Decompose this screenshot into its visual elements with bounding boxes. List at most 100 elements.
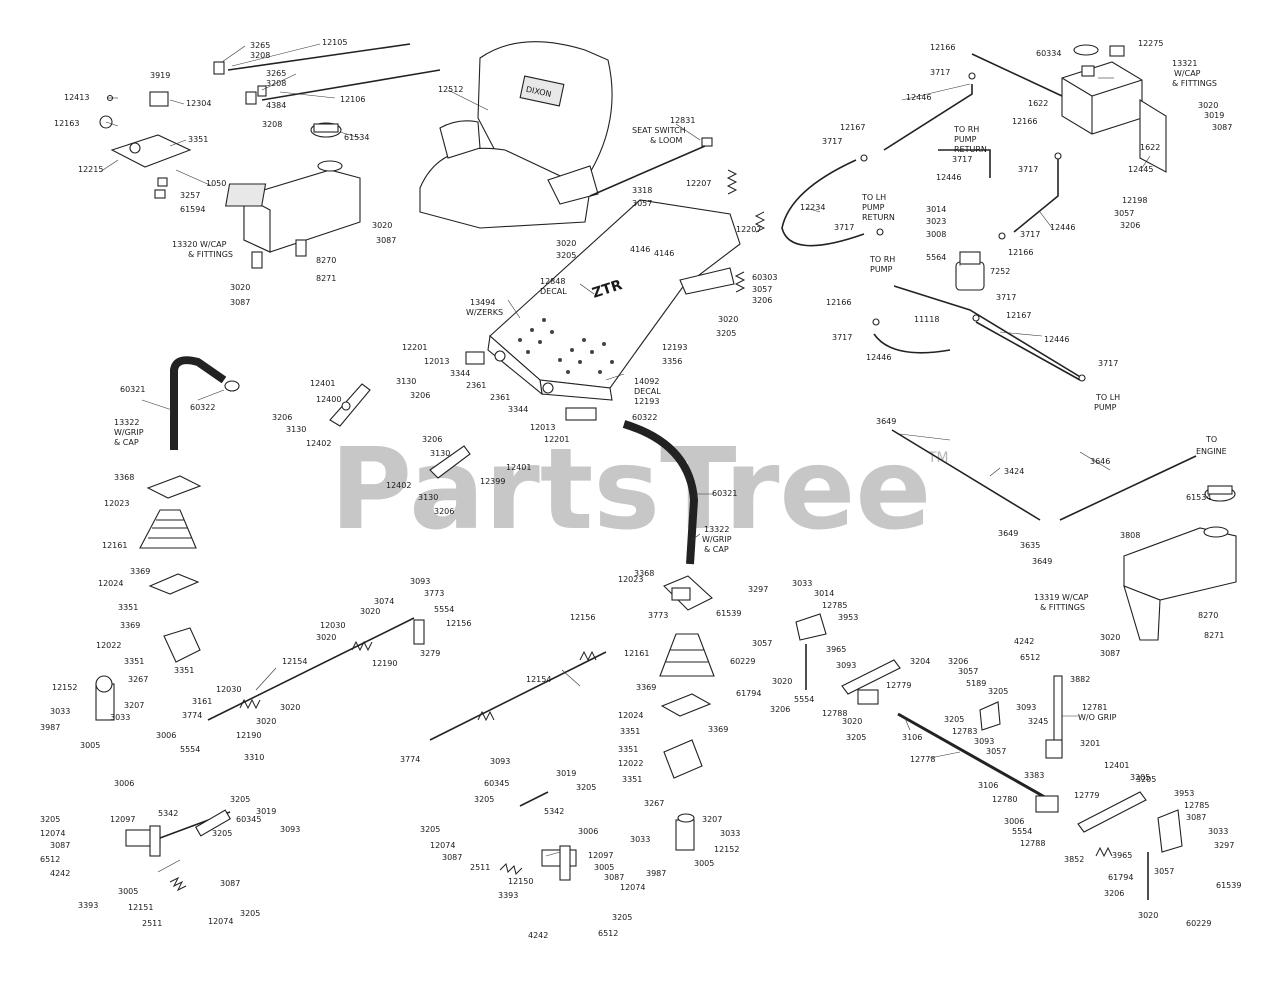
callout-label[interactable]: ENGINE	[1196, 447, 1227, 456]
callout-label[interactable]: 6512	[598, 929, 618, 938]
callout-label[interactable]: 3424	[1004, 467, 1024, 476]
callout-label[interactable]: 6512	[1020, 653, 1040, 662]
callout-label[interactable]: 3206	[410, 391, 430, 400]
bracket-12024-center[interactable]	[660, 693, 712, 717]
callout-label[interactable]: 3093	[836, 661, 856, 670]
callout-label[interactable]: 3020	[718, 315, 738, 324]
callout-label[interactable]: 12074	[620, 883, 645, 892]
callout-label[interactable]: DECAL	[540, 287, 567, 296]
callout-label[interactable]: TO LH	[861, 193, 886, 202]
callout-label[interactable]: 3020	[556, 239, 576, 248]
callout-label[interactable]: 3130	[286, 425, 306, 434]
callout-label[interactable]: 3717	[832, 333, 852, 342]
callout-label[interactable]: 3206	[1120, 221, 1140, 230]
callout-label[interactable]: 3057	[958, 667, 978, 676]
callout-label[interactable]: 60345	[236, 815, 261, 824]
callout-label[interactable]: 12150	[508, 877, 533, 886]
arm-12779-lower[interactable]	[1035, 791, 1147, 833]
callout-label[interactable]: RETURN	[862, 213, 895, 222]
callout-label[interactable]: 4384	[266, 101, 286, 110]
callout-label[interactable]: 12779	[1074, 791, 1099, 800]
callout-label[interactable]: 3205	[474, 795, 494, 804]
shaft-12150[interactable]	[499, 791, 577, 881]
callout-label[interactable]: 12023	[618, 575, 643, 584]
callout-label[interactable]: 12161	[624, 649, 649, 658]
callout-label[interactable]: 3310	[244, 753, 264, 762]
callout-label[interactable]: 12074	[40, 829, 65, 838]
callout-label[interactable]: 3987	[646, 869, 666, 878]
callout-label[interactable]: 3369	[708, 725, 728, 734]
callout-label[interactable]: 3057	[752, 639, 772, 648]
callout-label[interactable]: 3033	[792, 579, 812, 588]
callout-label[interactable]: 4146	[630, 245, 650, 254]
callout-label[interactable]: 3205	[556, 251, 576, 260]
callout-label[interactable]: 3130	[418, 493, 438, 502]
callout-label[interactable]: 3014	[926, 205, 946, 214]
callout-label[interactable]: 3649	[876, 417, 896, 426]
switch-bracket-12215[interactable]	[99, 91, 192, 199]
callout-label[interactable]: 3093	[280, 825, 300, 834]
callout-label[interactable]: & FITTINGS	[1040, 603, 1085, 612]
callout-label[interactable]: 12166	[1008, 248, 1033, 257]
callout-label[interactable]: TO RH	[869, 255, 895, 264]
callout-label[interactable]: 12190	[372, 659, 397, 668]
callout-label[interactable]: 3205	[420, 825, 440, 834]
callout-label[interactable]: 60229	[1186, 919, 1211, 928]
tank-cap-61534-left[interactable]	[310, 122, 342, 138]
callout-label[interactable]: 12400	[316, 395, 341, 404]
callout-label[interactable]: 4242	[1014, 637, 1034, 646]
callout-label[interactable]: 3019	[556, 769, 576, 778]
callout-label[interactable]: W/ZERKS	[466, 308, 503, 317]
callout-label[interactable]: 3019	[256, 807, 276, 816]
callout-label[interactable]: W/O GRIP	[1078, 713, 1117, 722]
callout-label[interactable]: 60321	[120, 385, 145, 394]
hydraulic-tank-13321[interactable]	[1061, 44, 1143, 135]
boot-12161-left[interactable]	[139, 509, 197, 549]
callout-label[interactable]: 12166	[1012, 117, 1037, 126]
tank-cap-61534-right[interactable]	[1204, 485, 1236, 502]
callout-label[interactable]: 3205	[40, 815, 60, 824]
callout-label[interactable]: 3020	[372, 221, 392, 230]
callout-label[interactable]: 3369	[120, 621, 140, 630]
callout-label[interactable]: 5554	[180, 745, 200, 754]
callout-label[interactable]: 12198	[1122, 196, 1147, 205]
callout-label[interactable]: 3106	[978, 781, 998, 790]
callout-label[interactable]: 4242	[50, 869, 70, 878]
pivot-12152-center[interactable]	[675, 813, 695, 851]
callout-label[interactable]: 14092	[634, 377, 659, 386]
bracket-12024-left[interactable]	[148, 573, 200, 595]
callout-label[interactable]: 3005	[80, 741, 100, 750]
tank-bracket-12445[interactable]	[1139, 99, 1167, 173]
callout-label[interactable]: 3057	[752, 285, 772, 294]
callout-label[interactable]: 3020	[842, 717, 862, 726]
callout-label[interactable]: 3023	[926, 217, 946, 226]
callout-label[interactable]: 12151	[128, 903, 153, 912]
callout-label[interactable]: 3717	[1020, 230, 1040, 239]
callout-label[interactable]: 12401	[1104, 761, 1129, 770]
callout-label[interactable]: 12304	[186, 99, 211, 108]
rod-12154-left[interactable]	[207, 617, 425, 721]
callout-label[interactable]: 3717	[834, 223, 854, 232]
plate-12023-left[interactable]	[146, 475, 202, 499]
callout-label[interactable]: 12446	[936, 173, 961, 182]
callout-label[interactable]: 3635	[1020, 541, 1040, 550]
callout-label[interactable]: 5342	[158, 809, 178, 818]
callout-label[interactable]: 13322	[704, 525, 729, 534]
callout-label[interactable]: 3005	[594, 863, 614, 872]
callout-label[interactable]: 3987	[40, 723, 60, 732]
callout-label[interactable]: 3033	[1208, 827, 1228, 836]
bracket-12022-left[interactable]	[163, 627, 201, 663]
callout-label[interactable]: 12022	[618, 759, 643, 768]
callout-label[interactable]: 3205	[716, 329, 736, 338]
callout-label[interactable]: 3717	[952, 155, 972, 164]
hose-12446-lower[interactable]	[873, 285, 1083, 381]
callout-label[interactable]: 3773	[648, 611, 668, 620]
callout-label[interactable]: & CAP	[114, 438, 139, 447]
callout-label[interactable]: 13322	[114, 418, 139, 427]
callout-label[interactable]: 3351	[174, 666, 194, 675]
lever-13322-center[interactable]	[622, 420, 699, 565]
callout-label[interactable]: 3093	[490, 757, 510, 766]
callout-label[interactable]: 3057	[632, 199, 652, 208]
callout-label[interactable]: 3649	[998, 529, 1018, 538]
callout-label[interactable]: 3020	[256, 717, 276, 726]
